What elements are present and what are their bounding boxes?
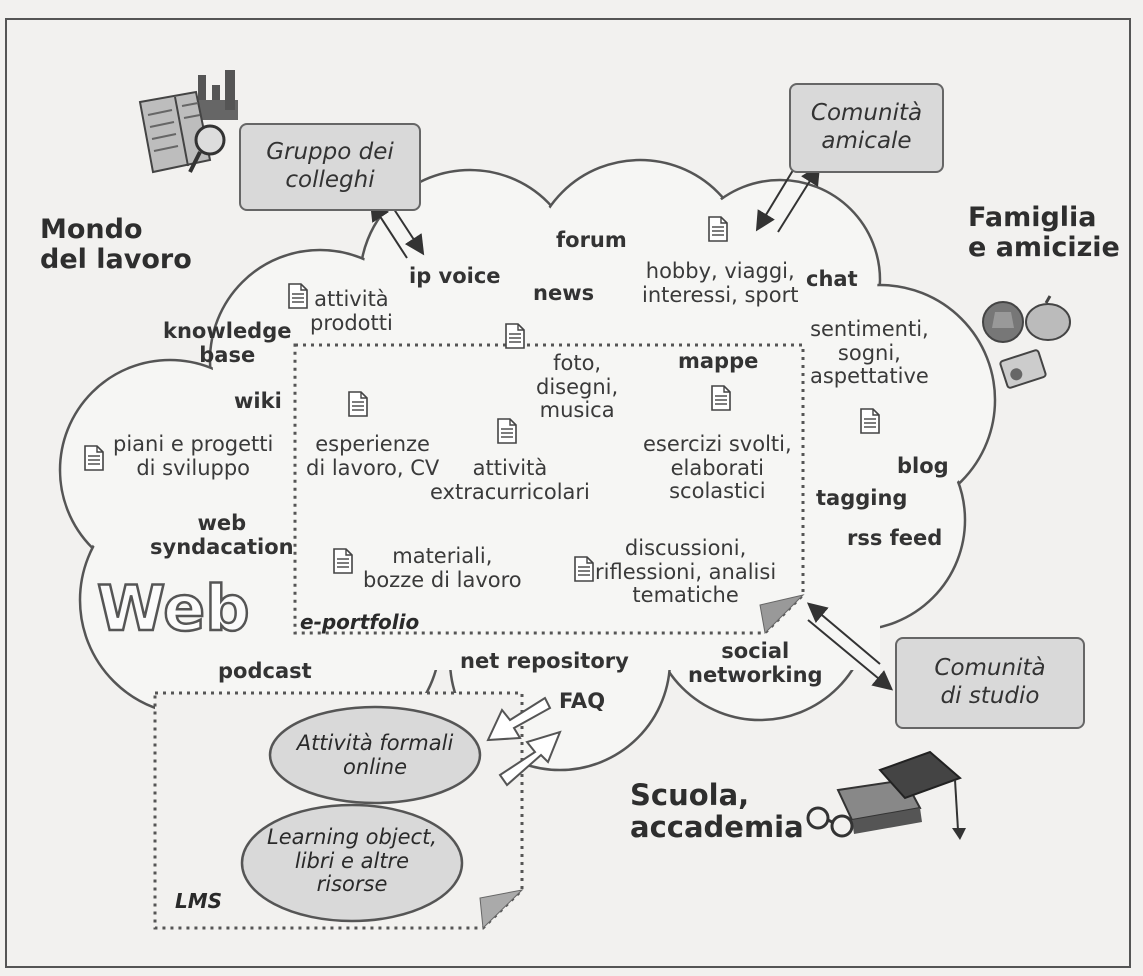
item-sentimenti: sentimenti, sogni, aspettative — [810, 317, 929, 389]
item-extracurricolari: attività extracurricolari — [430, 456, 590, 504]
document-icon — [711, 385, 731, 411]
item-foto: foto, disegni, musica — [536, 351, 619, 423]
item-materiali: materiali, bozze di lavoro — [363, 544, 522, 592]
document-icon — [574, 556, 594, 582]
item-esperienze: esperienze di lavoro, CV — [306, 432, 440, 480]
hollow-arrows — [486, 696, 562, 787]
document-icon — [505, 323, 525, 349]
document-icon — [708, 216, 728, 242]
connector-arrows — [369, 161, 894, 691]
document-icon — [497, 418, 517, 444]
document-icon — [333, 548, 353, 574]
keyword-net-repository: net repository — [460, 649, 629, 673]
graduation-cap-icon — [806, 750, 966, 840]
keyword-knowledge-base: knowledge base — [163, 319, 292, 367]
box-comunita-amicale: Comunità amicale — [789, 83, 944, 173]
item-attivita-prodotti: attività prodotti — [310, 287, 393, 335]
keyword-web-syndacation: web syndacation — [150, 511, 294, 559]
box-gruppo-colleghi: Gruppo dei colleghi — [239, 123, 421, 211]
label-famiglia-amicizie: Famiglia e amicizie — [968, 202, 1120, 264]
document-icon — [860, 408, 880, 434]
keyword-rss-feed: rss feed — [847, 526, 943, 550]
text-attivita-formali: Attività formali online — [296, 731, 454, 779]
keyword-chat: chat — [806, 267, 858, 291]
keyword-mappe: mappe — [678, 349, 759, 373]
item-esercizi: esercizi svolti, elaborati scolastici — [643, 432, 792, 504]
eportfolio-label: e-portfolio — [300, 610, 420, 634]
keyword-podcast: podcast — [218, 659, 312, 683]
item-discussioni: discussioni, riflessioni, analisi temati… — [595, 536, 777, 608]
item-hobby: hobby, viaggi, interessi, sport — [642, 259, 799, 307]
ellipse-learning-object — [240, 803, 464, 923]
text-learning-object: Learning object, libri e altre risorse — [267, 825, 437, 897]
lms-label: LMS — [175, 889, 223, 913]
keyword-ip-voice: ip voice — [409, 264, 501, 288]
keyword-social-networking: social networking — [688, 639, 823, 687]
keyword-faq: FAQ — [559, 689, 606, 713]
document-icon — [348, 391, 368, 417]
item-piani-progetti: piani e progetti di sviluppo — [113, 432, 274, 480]
family-toys-icon — [982, 295, 1071, 389]
keyword-tagging: tagging — [816, 486, 908, 510]
document-icon — [84, 445, 104, 471]
keyword-blog: blog — [897, 454, 949, 478]
diagram-frame — [5, 18, 1131, 968]
box-comunita-studio: Comunità di studio — [895, 637, 1085, 729]
document-icon — [288, 283, 308, 309]
keyword-forum: forum — [556, 228, 627, 252]
label-scuola-accademia: Scuola, accademia — [630, 778, 804, 845]
ellipse-attivita-formali — [268, 705, 482, 805]
web-logo: Web — [97, 572, 250, 645]
keyword-news: news — [533, 281, 595, 305]
label-mondo-lavoro: Mondo del lavoro — [40, 214, 192, 276]
newspaper-factory-icon — [138, 70, 238, 174]
keyword-wiki: wiki — [234, 389, 282, 413]
